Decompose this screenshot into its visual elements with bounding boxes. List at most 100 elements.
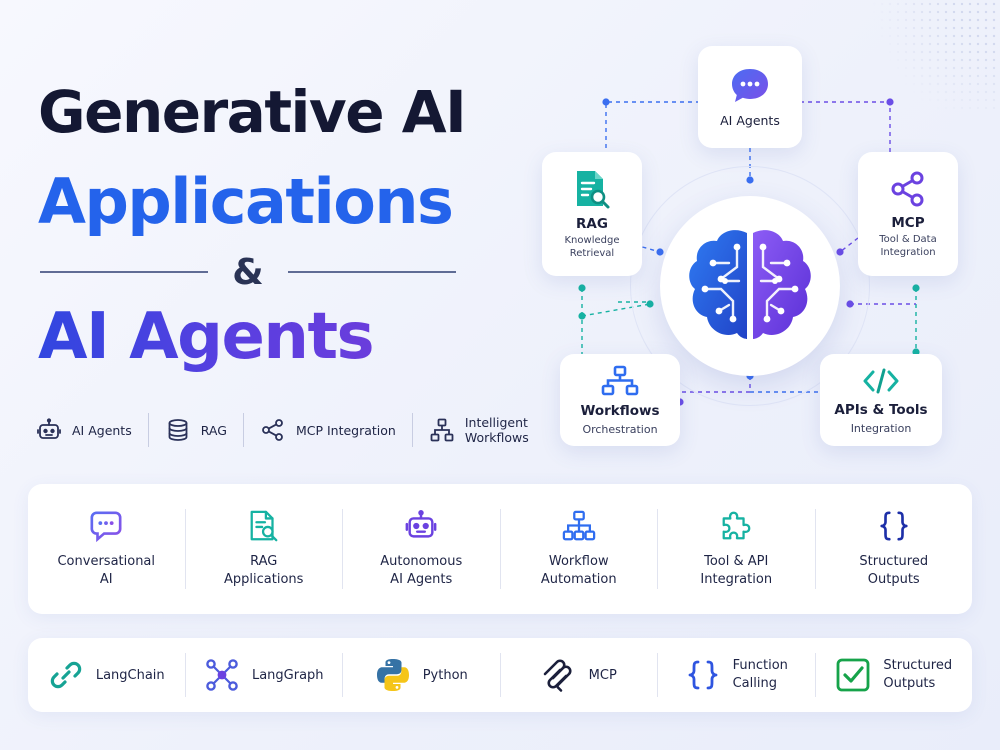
python-icon bbox=[376, 659, 409, 691]
robot-icon bbox=[37, 418, 61, 439]
tech-label: MCP bbox=[588, 667, 617, 683]
app-label: Tool & API Integration bbox=[700, 553, 772, 589]
app-label-line-1: Autonomous bbox=[380, 554, 463, 569]
tag-label: RAG bbox=[200, 422, 227, 438]
node-ai-agents: AI Agents bbox=[698, 46, 802, 148]
title-line-2: Applications bbox=[38, 165, 454, 238]
document-search-icon bbox=[250, 510, 278, 542]
node-rag: RAG Knowledge Retrieval bbox=[542, 152, 642, 276]
node-subtitle-line-2: Integration bbox=[880, 247, 936, 258]
node-subtitle: Orchestration bbox=[582, 422, 658, 436]
chat-bubble-icon bbox=[90, 511, 122, 543]
brain-hub bbox=[660, 196, 840, 376]
node-title: RAG bbox=[576, 216, 608, 232]
node-subtitle: Tool & Data Integration bbox=[879, 233, 936, 259]
tag-label: AI Agents bbox=[72, 422, 132, 438]
mcp-logo-icon bbox=[543, 659, 572, 692]
app-label-line-1: Tool & API bbox=[704, 554, 769, 569]
divider-line-right bbox=[288, 271, 456, 273]
node-workflows: Workflows Orchestration bbox=[560, 354, 680, 446]
tech-label-line-1: Structured bbox=[883, 658, 953, 673]
app-label-line-1: Structured bbox=[859, 554, 929, 569]
app-label-line-2: Outputs bbox=[867, 572, 920, 587]
title-line-3: AI Agents bbox=[38, 300, 375, 374]
braces-icon bbox=[688, 660, 717, 690]
code-icon bbox=[863, 368, 899, 393]
tag-label: Intelligent Workflows bbox=[465, 415, 529, 445]
tech-langchain: LangChain bbox=[28, 653, 185, 697]
dot-pattern-decoration bbox=[870, 0, 1000, 110]
database-icon bbox=[168, 419, 188, 441]
tag-ai-agents: AI Agents bbox=[36, 413, 148, 447]
tech-label-line-2: Calling bbox=[732, 676, 777, 691]
node-subtitle: Integration bbox=[850, 421, 912, 435]
node-title: MCP bbox=[891, 215, 925, 231]
tech-label: LangChain bbox=[95, 667, 165, 683]
node-subtitle-line-1: Knowledge bbox=[564, 235, 620, 246]
feature-tags: AI Agents RAG MCP Integration Intelligen… bbox=[36, 410, 545, 450]
app-autonomous-agents: Autonomous AI Agents bbox=[342, 509, 500, 589]
app-label-line-2: Applications bbox=[224, 572, 304, 587]
share-icon bbox=[891, 171, 924, 207]
node-title: Workflows bbox=[580, 402, 660, 419]
app-rag-applications: RAG Applications bbox=[184, 509, 343, 589]
tag-label: MCP Integration bbox=[295, 422, 396, 438]
app-tool-api-integration: Tool & API Integration bbox=[657, 509, 815, 589]
app-label: Autonomous AI Agents bbox=[380, 553, 462, 589]
app-label-line-2: Integration bbox=[700, 572, 773, 587]
title-line-1: Generative AI bbox=[38, 78, 467, 146]
hierarchy-icon bbox=[430, 418, 454, 442]
tag-intelligent-workflows: Intelligent Workflows bbox=[411, 413, 545, 447]
app-label-line-2: AI bbox=[99, 572, 113, 587]
tech-python: Python bbox=[342, 653, 500, 697]
title-divider: & bbox=[40, 251, 456, 293]
hierarchy-icon bbox=[601, 365, 639, 395]
app-label-line-1: RAG bbox=[250, 554, 278, 569]
brain-halo bbox=[630, 166, 870, 406]
checkbox-icon bbox=[836, 658, 870, 692]
robot-icon bbox=[405, 510, 437, 538]
hierarchy-icon bbox=[562, 510, 595, 541]
tag-label-line-2: Workflows bbox=[464, 430, 529, 445]
chain-link-icon bbox=[50, 661, 82, 689]
tag-mcp-integration: MCP Integration bbox=[242, 413, 412, 447]
title-ampersand: & bbox=[232, 251, 264, 293]
braces-icon bbox=[880, 511, 908, 541]
app-label-line-1: Conversational bbox=[57, 554, 156, 569]
app-label-line-1: Workflow bbox=[548, 554, 609, 569]
tech-langgraph: LangGraph bbox=[184, 653, 343, 697]
tech-mcp: MCP bbox=[499, 653, 658, 697]
app-label: RAG Applications bbox=[224, 553, 303, 589]
technology-panel: LangChain LangGraph Python MCP Funct bbox=[28, 638, 972, 712]
app-label-line-2: AI Agents bbox=[390, 572, 453, 587]
node-subtitle-line-1: Tool & Data bbox=[879, 234, 937, 245]
node-subtitle-line-2: Retrieval bbox=[569, 248, 615, 259]
tag-label-line-1: Intelligent bbox=[464, 415, 528, 430]
tech-label: Python bbox=[422, 667, 468, 683]
tech-label-line-1: Function bbox=[732, 658, 788, 673]
tech-label-line-2: Outputs bbox=[883, 676, 936, 691]
chat-bubble-icon bbox=[732, 68, 768, 102]
document-search-icon bbox=[577, 171, 610, 209]
share-icon bbox=[262, 419, 283, 441]
node-subtitle: Knowledge Retrieval bbox=[565, 234, 620, 260]
node-title: APIs & Tools bbox=[834, 401, 928, 418]
node-apis-tools: APIs & Tools Integration bbox=[820, 354, 942, 446]
app-label-line-2: Automation bbox=[540, 572, 617, 587]
divider-line-left bbox=[40, 271, 208, 273]
brain-icon bbox=[689, 230, 811, 339]
tech-label: LangGraph bbox=[251, 667, 324, 683]
node-mcp: MCP Tool & Data Integration bbox=[858, 152, 958, 276]
graph-icon bbox=[206, 659, 238, 691]
puzzle-icon bbox=[722, 511, 751, 540]
